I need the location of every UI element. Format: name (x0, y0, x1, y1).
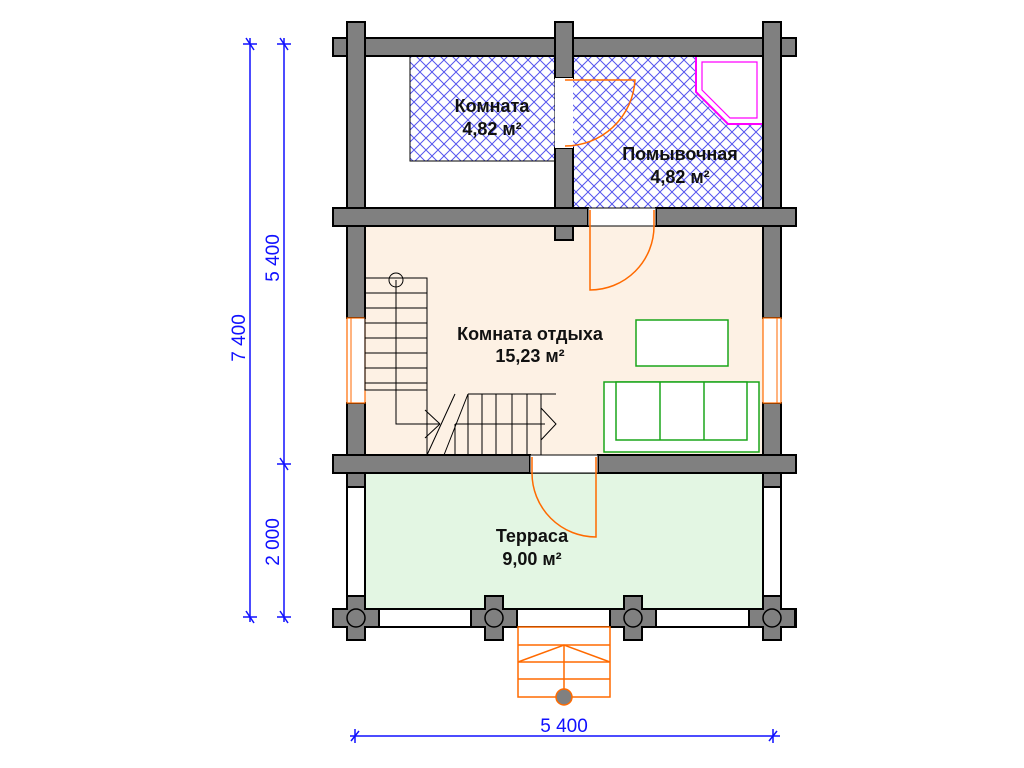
staircase (364, 272, 557, 456)
room-komnata-name: Комната (455, 96, 531, 116)
room-rest-name: Комната отдыха (457, 324, 604, 344)
terrace-rail-left (346, 472, 366, 610)
dimension-terrace-depth: 2 000 (263, 518, 284, 566)
door-entrance[interactable] (529, 454, 599, 538)
room-komnata-floor (409, 55, 556, 162)
dimension-total-depth: 7 400 (229, 314, 250, 362)
room-pomyvochnaya-name: Помывочная (622, 144, 738, 164)
terrace-posts (332, 595, 796, 641)
terrace-rail-bottom (332, 608, 797, 628)
dimension-house-depth: 5 400 (263, 234, 284, 282)
terrace-rail-right (762, 472, 782, 610)
dimension-width: 5 400 (540, 716, 588, 737)
room-terrace-name: Терраса (496, 526, 569, 546)
walls (332, 21, 797, 488)
entrance-steps (517, 626, 611, 706)
window-right (762, 317, 782, 404)
sofa (603, 381, 760, 453)
room-komnata-area: 4,82 м² (462, 119, 521, 139)
room-pomyvochnaya-area: 4,82 м² (650, 167, 709, 187)
dimension-lines (243, 37, 780, 743)
room-terrace-area: 9,00 м² (502, 549, 561, 569)
door-pomyvochnaya[interactable] (587, 207, 657, 291)
room-rest-area: 15,23 м² (495, 346, 564, 366)
door-komnata[interactable] (555, 78, 636, 148)
table (635, 319, 729, 367)
window-left (346, 317, 366, 404)
